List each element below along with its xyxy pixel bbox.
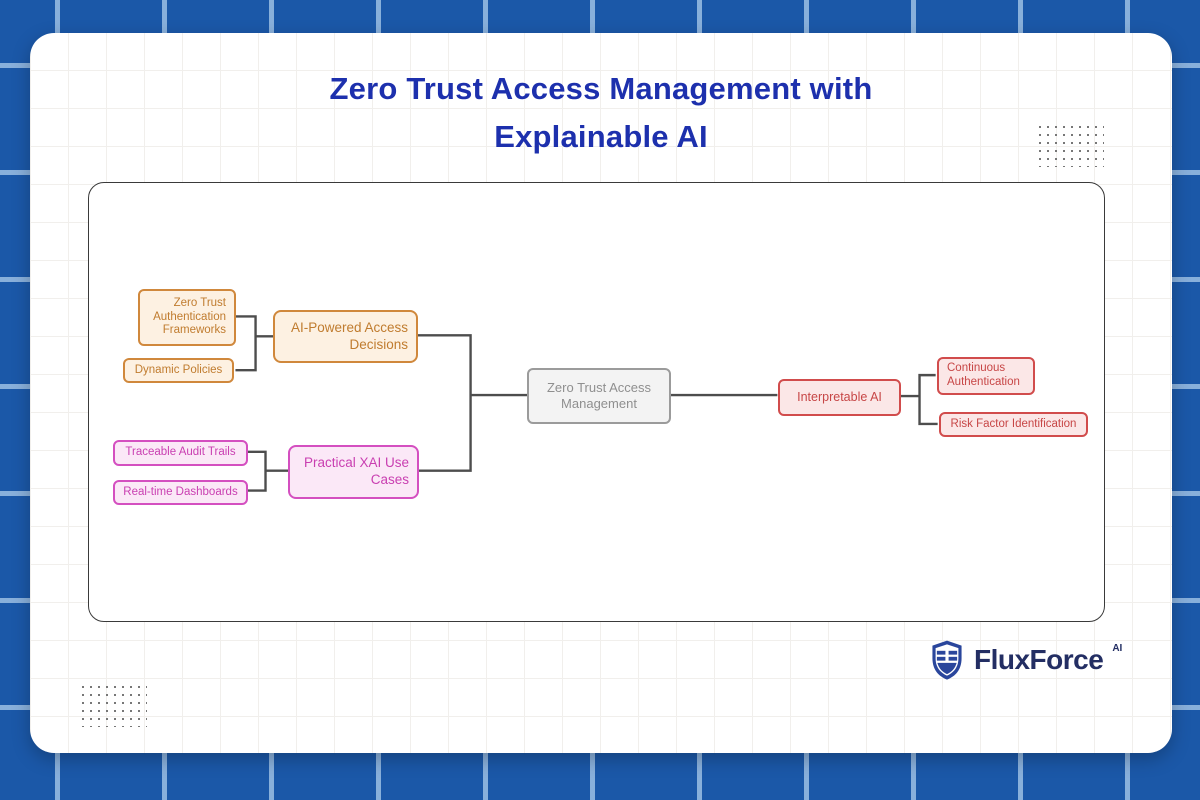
node-risk-factor-identification: Risk Factor Identification [939,412,1088,437]
node-traceable-audit-trails: Traceable Audit Trails [113,440,248,466]
fluxforce-logo: FluxForce AI [928,639,1122,681]
dot-pattern-decoration [79,683,147,727]
node-zero-trust-authentication-frameworks: Zero Trust Authentication Frameworks [138,289,236,346]
logo-wordmark: FluxForce [974,644,1104,675]
logo-ai-suffix: AI [1112,643,1123,654]
node-real-time-dashboards: Real-time Dashboards [113,480,248,505]
node-zero-trust-access-management-root: Zero Trust Access Management [527,368,671,424]
connector-lines [235,315,938,492]
node-practical-xai-use-cases: Practical XAI Use Cases [288,445,419,499]
dot-pattern-decoration [1036,123,1104,167]
page-title: Zero Trust Access Management with Explai… [329,71,873,155]
node-continuous-authentication: Continuous Authentication [937,357,1035,395]
content-card: Zero Trust Access Management with Explai… [30,33,1172,753]
node-ai-powered-access-decisions: AI-Powered Access Decisions [273,310,418,363]
node-interpretable-ai: Interpretable AI [778,379,901,416]
mindmap-panel: Zero Trust Authentication Frameworks Dyn… [88,182,1105,622]
node-dynamic-policies: Dynamic Policies [123,358,234,383]
shield-icon [932,640,962,680]
